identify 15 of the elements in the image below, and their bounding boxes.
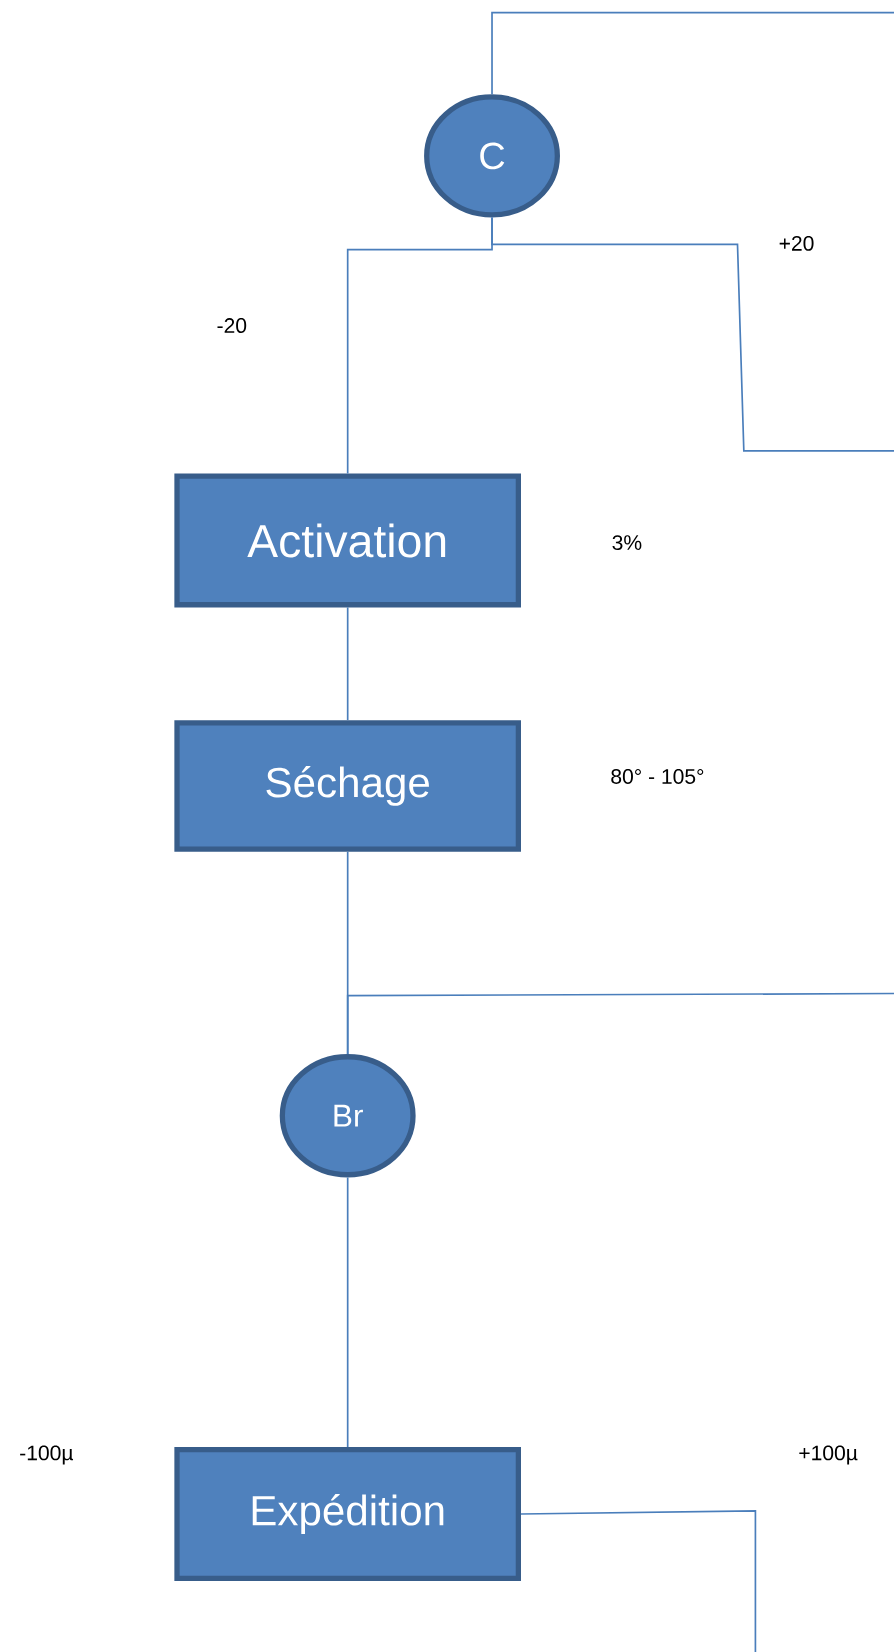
process-box: Expédition [174,1447,521,1581]
connector-line [346,992,894,1055]
edge-label: +20 [779,235,814,251]
connector-line [490,216,894,452]
connector-line [519,1509,757,1652]
size-label: 3% [612,535,642,551]
process-box: Activation [174,473,521,608]
size-label: 80° - 105° [611,769,703,784]
connector-line [490,11,894,96]
connector-line [346,1176,349,1448]
connector-line [346,606,349,721]
process-box: Séchage [174,720,521,852]
size-label: +100µ [799,1445,858,1465]
size-label: -100µ [19,1445,73,1465]
edge-label: -20 [217,318,246,333]
